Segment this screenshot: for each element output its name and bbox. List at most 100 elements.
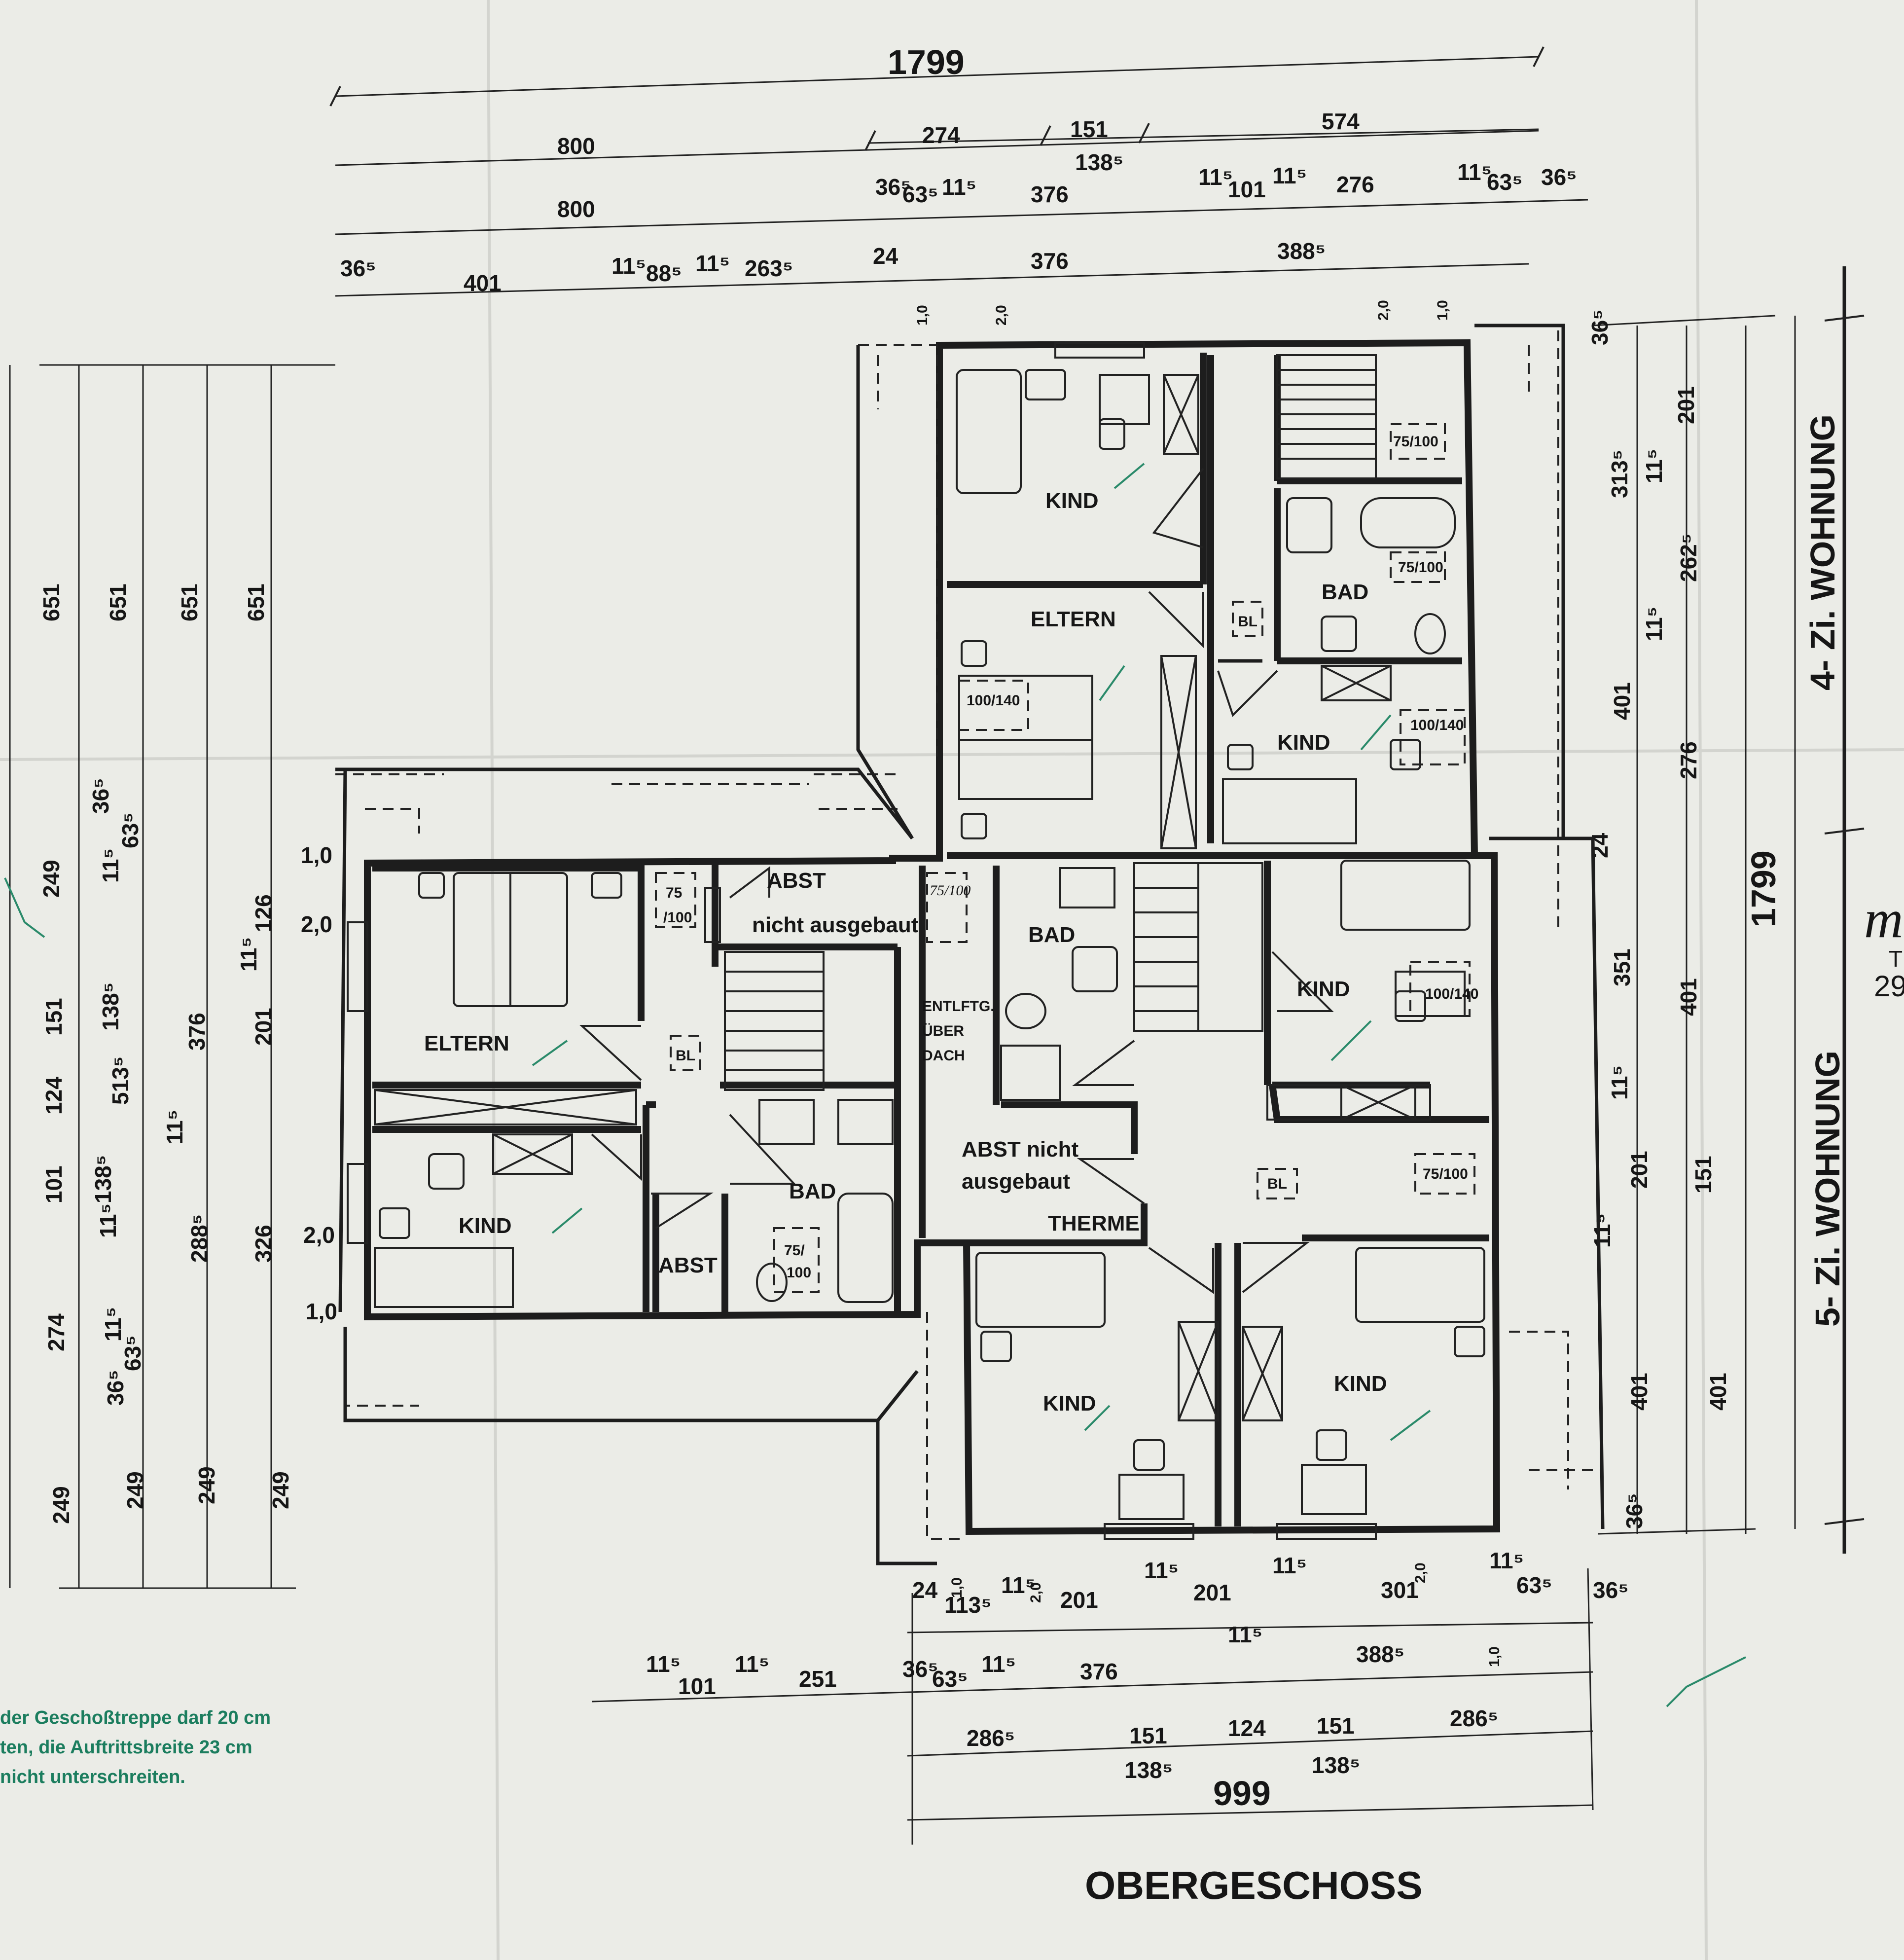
dim-bottom-total: 999 (1213, 1774, 1271, 1813)
level-2-0: 2,0 (303, 1222, 335, 1248)
dim-bottom-376: 376 (1080, 1659, 1118, 1684)
label-75-100: 75/100 (1393, 434, 1438, 450)
room-kind-right-lower: KIND (1297, 977, 1350, 1001)
dim-bottom-151: 151 (1317, 1713, 1355, 1739)
dim-11-5: 11⁵ (1457, 159, 1492, 185)
dim-left-138-5: 138⁵ (98, 982, 123, 1031)
dim-bottom-286-5: 286⁵ (1450, 1706, 1498, 1731)
room-abst-left-top-line2: nicht ausgebaut (752, 913, 919, 937)
dim-left-201: 201 (251, 1008, 276, 1046)
dim-63-5: 63⁵ (1487, 169, 1523, 195)
dim-11-5: 11⁵ (611, 253, 646, 279)
room-bad-right: BAD (1322, 580, 1368, 604)
level-1-0: 1,0 (949, 1577, 965, 1598)
dim-263-5: 263⁵ (745, 255, 793, 281)
level-1-0: 1,0 (1486, 1646, 1503, 1667)
dim-bottom-11-5: 11⁵ (1489, 1548, 1524, 1573)
dim-88-5: 88⁵ (646, 260, 682, 286)
dim-left-513-5: 513⁵ (108, 1056, 133, 1105)
dim-left-326: 326 (251, 1225, 276, 1263)
dashed-boxes (655, 423, 1475, 1293)
room-kind-top: KIND (1045, 489, 1099, 513)
dim-right-401: 401 (1705, 1373, 1731, 1411)
label-75-100: 75/100 (1423, 1166, 1468, 1182)
dim-bottom-11-5: 11⁵ (735, 1651, 769, 1677)
dim-36-5: 36⁵ (340, 255, 376, 281)
label-bl: BL (1238, 614, 1257, 630)
dim-bottom-11-5: 11⁵ (1272, 1553, 1307, 1578)
dim-left-288-5: 288⁵ (186, 1214, 212, 1263)
dim-401: 401 (464, 270, 502, 296)
dim-right-351: 351 (1609, 948, 1635, 986)
dim-bottom-138-5: 138⁵ (1312, 1752, 1360, 1778)
stairs (724, 354, 1377, 1091)
paper-fold (1695, 0, 1708, 1960)
dim-bottom-24: 24 (912, 1577, 938, 1603)
dim-bottom-201: 201 (1193, 1580, 1231, 1605)
dim-right-11-5: 11⁵ (1589, 1213, 1615, 1248)
side-stamp-number: 29 (1874, 970, 1904, 1003)
dim-left-11-5: 11⁵ (236, 937, 261, 972)
room-kind-right-mid: KIND (1277, 730, 1330, 755)
furniture (374, 369, 1485, 1520)
label-bl: BL (676, 1048, 695, 1064)
room-bad-center: BAD (1028, 923, 1075, 947)
dim-bottom-101: 101 (678, 1673, 716, 1699)
top-dimension-chains: 1799 274 151 574 138⁵ 800 800 36⁵ 63⁵ 11… (329, 43, 1588, 326)
dim-left-249: 249 (38, 860, 64, 898)
dim-left-249: 249 (48, 1486, 74, 1524)
dim-11-5: 11⁵ (942, 174, 976, 200)
dim-right-24: 24 (1587, 833, 1613, 858)
level-1-0: 1,0 (301, 842, 332, 868)
level-1-0: 1,0 (1435, 300, 1451, 321)
dim-left-63-5: 63⁵ (120, 1335, 145, 1371)
dim-101: 101 (1228, 177, 1266, 202)
level-2-0: 2,0 (1028, 1582, 1044, 1603)
dim-right-11-5: 11⁵ (1607, 1065, 1632, 1100)
dim-bottom-151: 151 (1129, 1723, 1167, 1748)
dim-11-5: 11⁵ (1198, 164, 1233, 190)
dim-left-11-5: 11⁵ (100, 1307, 126, 1342)
room-abst-left-top-line1: ABST (767, 869, 826, 893)
dim-right-201: 201 (1673, 386, 1699, 424)
dim-right-201: 201 (1626, 1151, 1652, 1189)
label-100-140: 100/140 (1410, 717, 1464, 733)
dim-bottom-63-5: 63⁵ (1516, 1572, 1552, 1598)
room-abst-center-line1: ABST nicht (962, 1137, 1078, 1161)
room-entlueftung-line1: ENTLFTG. (922, 998, 995, 1015)
dim-63-5: 63⁵ (902, 181, 938, 207)
dim-top-274: 274 (922, 122, 960, 148)
room-kind-left: KIND (459, 1214, 512, 1238)
dim-right-11-5: 11⁵ (1641, 607, 1667, 641)
dim-top-151: 151 (1070, 116, 1108, 142)
green-check-marks (4, 463, 1746, 1707)
dim-right-36-5: 36⁵ (1587, 309, 1613, 345)
side-stamp-letter: m (1864, 889, 1903, 949)
dim-388-5: 388⁵ (1277, 238, 1326, 264)
room-therme: THERME (1048, 1211, 1140, 1235)
dim-left-651: 651 (243, 583, 269, 621)
paper-fold (487, 0, 500, 1960)
dim-left-249: 249 (122, 1471, 148, 1509)
room-entlueftung-line2: ÜBER (922, 1023, 964, 1039)
dim-left-651: 651 (38, 583, 64, 621)
room-bad-left: BAD (789, 1179, 836, 1203)
dim-left-151: 151 (41, 998, 67, 1036)
dim-24: 24 (873, 243, 898, 269)
dim-11-5: 11⁵ (695, 251, 730, 276)
dim-top-total: 1799 (888, 43, 965, 81)
note-line-2: ten, die Auftrittsbreite 23 cm (0, 1737, 252, 1758)
room-kind-bottom-left: KIND (1043, 1391, 1096, 1416)
note-line-3: nicht unterschreiten. (0, 1767, 185, 1787)
dim-left-249: 249 (268, 1471, 293, 1509)
side-stamp-t: T (1889, 946, 1903, 972)
level-1-0: 1,0 (306, 1299, 337, 1324)
dim-bottom-36-5: 36⁵ (902, 1656, 938, 1682)
dim-right-276: 276 (1676, 741, 1701, 779)
dim-right-36-5: 36⁵ (1621, 1493, 1647, 1529)
dim-36-5: 36⁵ (875, 174, 911, 200)
label-bad-75: 75/ (784, 1242, 805, 1259)
dim-right-401: 401 (1676, 978, 1701, 1016)
